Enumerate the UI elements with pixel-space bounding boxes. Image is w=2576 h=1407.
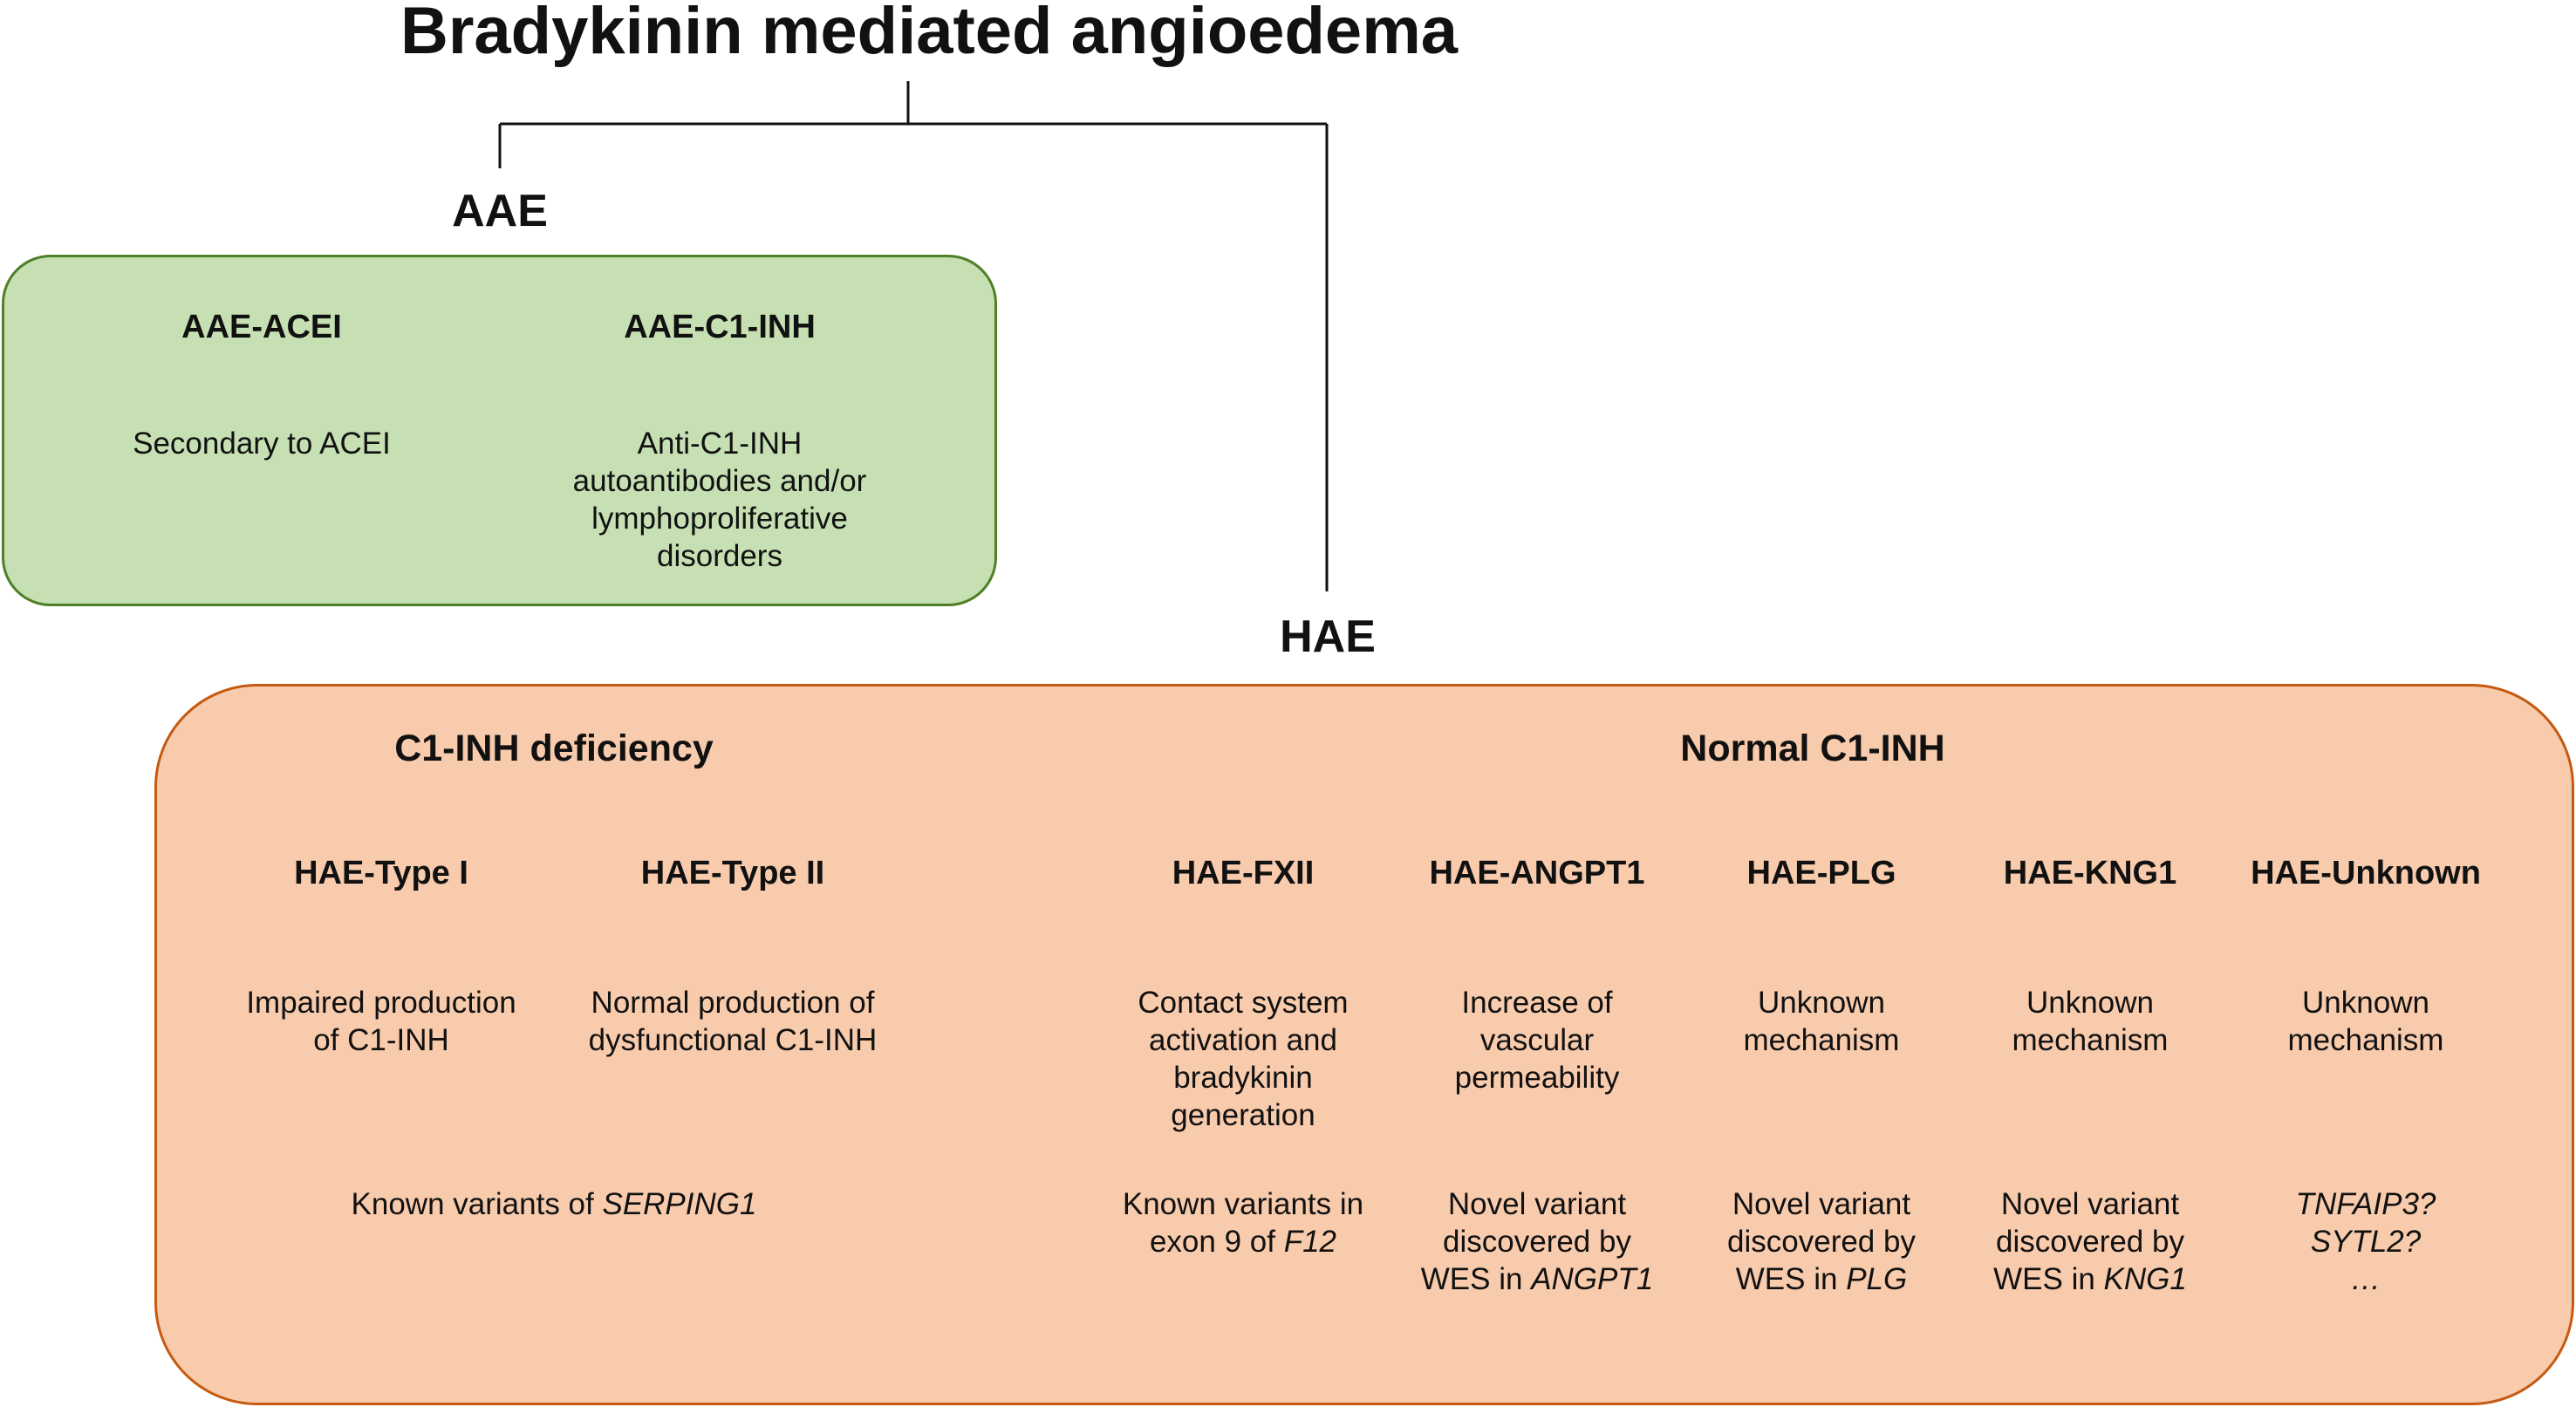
hae-type-name: HAE-FXII <box>1172 855 1315 891</box>
mechanism-line: generation <box>1171 1098 1315 1132</box>
genetics-line: discovered by <box>1443 1225 1631 1259</box>
genetics-text: Known variants of <box>351 1187 603 1221</box>
genetics-text: WES in <box>1735 1262 1847 1296</box>
genetics-line: WES in PLG <box>1677 1260 1965 1298</box>
mechanism-line: Contact system <box>1138 986 1349 1020</box>
hae-genetics: Novel variant discovered by WES in KNG1 <box>1946 1185 2234 1298</box>
genetics-line: Novel variant <box>2000 1187 2180 1221</box>
gene-name: SERPING1 <box>602 1187 757 1221</box>
hae-mechanism: Increase of vascular permeability <box>1393 984 1681 1096</box>
gene-name: … <box>2350 1262 2381 1296</box>
description-line: autoantibodies and/or <box>572 464 867 498</box>
aae-box <box>2 255 997 606</box>
aae-type-description: Secondary to ACEI <box>87 425 436 462</box>
hae-type-name: HAE-ANGPT1 <box>1429 855 1645 891</box>
hae-genetics: Novel variant discovered by WES in PLG <box>1677 1185 1965 1298</box>
description-line: lymphoproliferative <box>591 502 848 536</box>
mechanism-line: bradykinin <box>1173 1061 1313 1095</box>
mechanism-line: dysfunctional C1-INH <box>588 1023 878 1057</box>
hae-mechanism: Normal production of dysfunctional C1-IN… <box>558 984 907 1059</box>
mechanism-line: Unknown <box>1758 986 1885 1020</box>
genetics-line: exon 9 of F12 <box>1099 1223 1387 1260</box>
aae-type-name: AAE-C1-INH <box>624 309 816 345</box>
mechanism-line: mechanism <box>2287 1023 2444 1057</box>
mechanism-line: Increase of <box>1461 986 1613 1020</box>
genetics-line: Known variants in <box>1122 1187 1364 1221</box>
gene-name: KNG1 <box>2103 1262 2187 1296</box>
hae-label: HAE <box>1280 611 1376 662</box>
hae-mechanism: Contact system activation and bradykinin… <box>1099 984 1387 1134</box>
genetics-line: SYTL2? <box>2222 1223 2510 1260</box>
genetics-text: WES in <box>1420 1262 1532 1296</box>
genetics-line: Known variants of SERPING1 <box>205 1185 903 1223</box>
genetics-line: … <box>2222 1260 2510 1298</box>
genetics-line: discovered by <box>1727 1225 1916 1259</box>
genetics-line: Novel variant <box>1732 1187 1911 1221</box>
hae-box <box>154 684 2574 1405</box>
hae-genetics: Novel variant discovered by WES in ANGPT… <box>1393 1185 1681 1298</box>
mechanism-line: Normal production of <box>591 986 875 1020</box>
description-line: disorders <box>657 539 782 573</box>
mechanism-line: vascular <box>1479 1023 1595 1057</box>
gene-name: ANGPT1 <box>1531 1262 1654 1296</box>
hae-genetics: Known variants in exon 9 of F12 <box>1099 1185 1387 1260</box>
aae-type-name: AAE-ACEI <box>181 309 342 345</box>
description-line: Secondary to ACEI <box>133 427 391 461</box>
hae-mechanism: Unknown mechanism <box>1677 984 1965 1059</box>
genetics-text: exon 9 of <box>1149 1225 1284 1259</box>
deficiency-genetics: Known variants of SERPING1 <box>205 1185 903 1223</box>
genetics-line: TNFAIP3? <box>2222 1185 2510 1223</box>
hae-mechanism: Impaired production of C1-INH <box>207 984 556 1059</box>
hae-type-name: HAE-Type II <box>640 855 825 891</box>
mechanism-line: of C1-INH <box>313 1023 449 1057</box>
genetics-line: discovered by <box>1996 1225 2184 1259</box>
aae-type-description: Anti-C1-INH autoantibodies and/or lympho… <box>545 425 894 575</box>
hae-type-name: HAE-KNG1 <box>2003 855 2177 891</box>
mechanism-line: Impaired production <box>246 986 516 1020</box>
gene-name: F12 <box>1283 1225 1337 1259</box>
mechanism-line: mechanism <box>1743 1023 1900 1057</box>
gene-name: SYTL2? <box>2310 1225 2422 1259</box>
deficiency-label: C1-INH deficiency <box>394 727 714 769</box>
mechanism-line: Unknown <box>2302 986 2429 1020</box>
normal-label: Normal C1-INH <box>1680 727 1945 769</box>
genetics-text: WES in <box>1993 1262 2104 1296</box>
genetics-line: WES in KNG1 <box>1946 1260 2234 1298</box>
description-line: Anti-C1-INH <box>637 427 803 461</box>
hae-mechanism: Unknown mechanism <box>1946 984 2234 1059</box>
aae-label: AAE <box>452 186 548 236</box>
mechanism-line: activation and <box>1149 1023 1337 1057</box>
hae-mechanism: Unknown mechanism <box>2222 984 2510 1059</box>
hae-type-name: HAE-Type I <box>294 855 468 891</box>
hae-type-name: HAE-Unknown <box>2251 855 2481 891</box>
gene-name: TNFAIP3? <box>2295 1187 2436 1221</box>
hae-genetics: TNFAIP3? SYTL2? … <box>2222 1185 2510 1298</box>
genetics-line: WES in ANGPT1 <box>1393 1260 1681 1298</box>
genetics-line: Novel variant <box>1447 1187 1627 1221</box>
diagram-title: Bradykinin mediated angioedema <box>400 0 1459 68</box>
hae-type-name: HAE-PLG <box>1746 855 1896 891</box>
mechanism-line: mechanism <box>2012 1023 2169 1057</box>
mechanism-line: Unknown <box>2026 986 2154 1020</box>
gene-name: PLG <box>1846 1262 1908 1296</box>
mechanism-line: permeability <box>1454 1061 1620 1095</box>
